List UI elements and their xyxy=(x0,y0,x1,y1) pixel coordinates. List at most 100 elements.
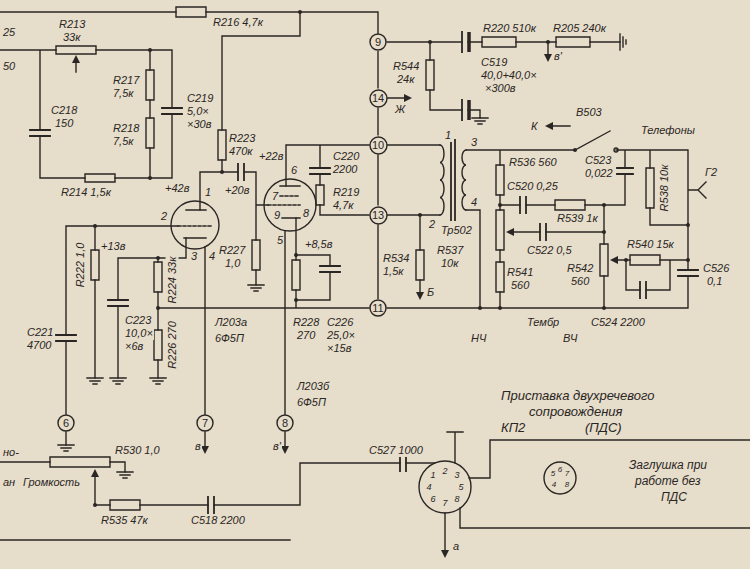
part-label: 270 xyxy=(296,329,316,342)
tube-envelope xyxy=(171,201,219,249)
part-label: Громкость xyxy=(22,476,81,489)
part-label: Л203б xyxy=(296,380,330,393)
part-label: 4,7к xyxy=(332,199,355,212)
terminal-ring xyxy=(370,137,387,154)
part-label: 2 xyxy=(160,210,168,223)
part-label: 7 xyxy=(441,498,448,509)
terminal-circle: 11 xyxy=(369,299,387,317)
part-label: Ж xyxy=(394,103,406,116)
part-label: R222 1,0 xyxy=(74,242,87,289)
part-label: КП2 xyxy=(500,420,526,435)
terminal-ring xyxy=(277,415,293,431)
part-label: R224 33к xyxy=(166,256,179,305)
part-label: 10,0× xyxy=(124,327,154,340)
part-label: Тембр xyxy=(526,316,560,329)
part-label: C520 0,25 xyxy=(506,180,559,193)
part-label: C523 xyxy=(584,154,612,167)
part-label: R223 xyxy=(228,132,256,145)
part-label: Тр502 xyxy=(440,224,473,237)
part-label: 4 xyxy=(208,250,216,263)
part-label: +20в xyxy=(224,184,250,197)
terminal-ring xyxy=(370,90,387,107)
part-label: 3 xyxy=(190,250,198,263)
part-label: 7,5к xyxy=(112,87,135,100)
wire-connector xyxy=(377,155,378,206)
part-label: 4 xyxy=(551,480,557,490)
part-label: НЧ xyxy=(470,332,487,345)
part-label: Л203а xyxy=(214,316,248,329)
part-label: C524 2200 xyxy=(590,316,646,329)
part-label: R228 xyxy=(292,316,320,329)
part-label: 8 xyxy=(564,480,570,490)
part-label: 2 xyxy=(428,218,436,231)
part-label: 470к xyxy=(228,145,254,158)
part-label: 5,0× xyxy=(186,105,210,118)
part-label: R205 240к xyxy=(552,22,607,35)
part-label: 1 xyxy=(429,470,436,481)
terminal-number: 10 xyxy=(372,139,384,151)
part-label: R219 xyxy=(332,186,360,199)
part-label: R536 560 xyxy=(508,156,558,169)
part-label: 3 xyxy=(470,136,478,149)
part-label: C220 xyxy=(332,150,360,163)
part-label: +22в xyxy=(258,150,284,163)
part-label: R542 xyxy=(566,262,594,275)
connector-socket xyxy=(419,461,471,513)
part-label: 7,5к xyxy=(112,135,135,148)
wire-connector xyxy=(377,108,378,136)
part-label: Приставка двухречевого xyxy=(500,388,656,403)
part-label: 150 xyxy=(54,117,74,130)
part-label: 24к xyxy=(396,73,415,86)
part-label: 4 xyxy=(425,482,432,493)
part-label: но- xyxy=(2,446,20,459)
part-label: C519 xyxy=(480,56,508,69)
wires xyxy=(0,12,750,550)
part-label: 6 xyxy=(429,494,436,505)
resistor-symbols xyxy=(50,7,660,510)
part-label: 3 xyxy=(453,470,460,481)
terminal-number: 13 xyxy=(372,209,384,221)
part-label: 50 xyxy=(2,60,16,73)
part-label: 4 xyxy=(470,196,478,209)
terminal-circle: 7 xyxy=(196,414,214,432)
terminal-number: 6 xyxy=(63,417,69,429)
part-label: R544 xyxy=(392,60,420,73)
part-label: Г2 xyxy=(704,166,718,179)
part-label: 10к xyxy=(440,257,459,270)
capacitor-plates xyxy=(30,32,698,513)
part-label: 1 xyxy=(204,186,212,199)
part-label: R537 xyxy=(436,244,464,257)
part-label: R217 xyxy=(112,74,140,87)
wire-connector xyxy=(377,225,378,300)
part-label: Б xyxy=(426,286,435,299)
part-label: Телефоны xyxy=(640,124,696,137)
part-label: 6 xyxy=(290,164,298,177)
part-label: 6Ф5П xyxy=(296,396,327,409)
part-label: 8 xyxy=(302,207,310,220)
part-label: 6 xyxy=(557,465,563,475)
part-label: 1 xyxy=(444,129,452,142)
terminal-circle: 14 xyxy=(369,89,388,108)
part-label: R530 1,0 xyxy=(114,444,161,457)
part-label: R539 1к xyxy=(556,212,599,225)
part-label: 2200 xyxy=(332,163,358,176)
part-label: а xyxy=(452,540,460,553)
part-label: +13в xyxy=(100,240,126,253)
part-label: 560 xyxy=(570,275,590,288)
part-label: ан xyxy=(2,476,16,489)
terminal-number: 14 xyxy=(372,92,384,104)
part-label: ×300в xyxy=(484,82,517,95)
part-label: 25,0× xyxy=(326,329,356,342)
arrow-heads xyxy=(72,54,618,558)
terminal-circle: 10 xyxy=(369,136,388,155)
part-label: R216 4,7к xyxy=(212,16,264,29)
junction-dots xyxy=(93,10,690,507)
part-label: 0,1 xyxy=(706,275,723,288)
part-label: 560 xyxy=(510,279,530,292)
part-label: R220 510к xyxy=(482,22,537,35)
tube-grids xyxy=(178,196,300,226)
part-label: +8,5в xyxy=(304,238,333,251)
part-label: 0,022 xyxy=(584,167,614,180)
terminal-circle: 6 xyxy=(57,414,75,432)
part-label: R213 xyxy=(58,18,86,31)
